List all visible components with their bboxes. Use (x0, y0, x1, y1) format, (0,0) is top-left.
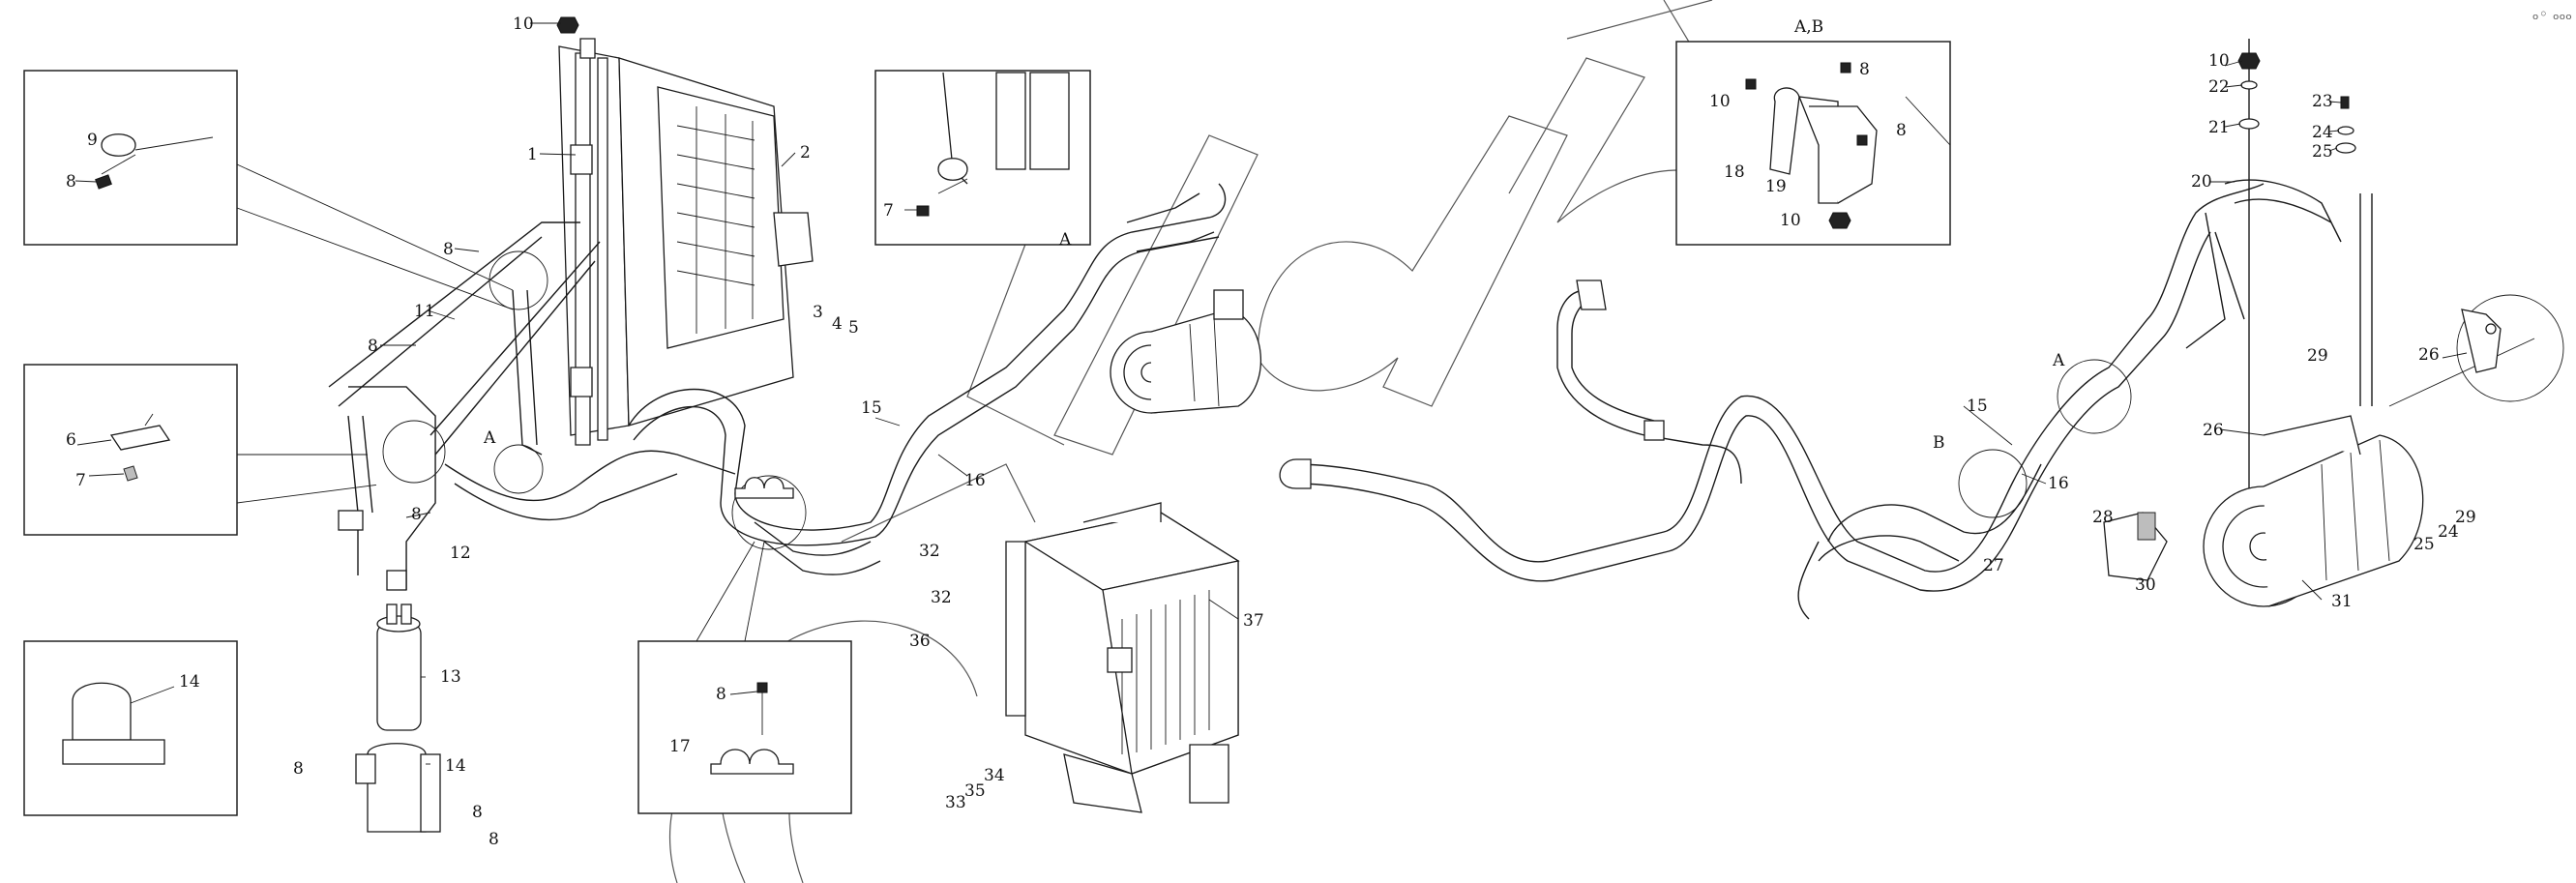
callout-10-top: 10 (513, 15, 534, 34)
callout-25-top: 25 (2312, 142, 2333, 162)
callout-10-box: 10 (1709, 92, 1731, 111)
left-compressor (1110, 289, 1262, 414)
inset-clamp-6 (23, 364, 238, 536)
condenser-assembly (556, 16, 814, 446)
callout-33: 33 (945, 793, 966, 812)
callout-8-inset: 8 (66, 172, 76, 191)
callout-15-left: 15 (861, 398, 882, 418)
callout-12: 12 (450, 544, 471, 563)
right-hoses (1279, 39, 2564, 620)
inset-bracket-AB (1675, 41, 1951, 246)
callout-29-bottom: 29 (2455, 508, 2476, 527)
callout-4: 4 (832, 314, 843, 334)
callout-36: 36 (909, 632, 931, 651)
callout-6: 6 (66, 430, 76, 450)
inset-clamp-9 (23, 70, 238, 246)
callout-7-inset: 7 (75, 471, 86, 490)
callout-5: 5 (848, 318, 859, 338)
callout-22: 22 (2208, 77, 2230, 97)
callout-32-b: 32 (931, 588, 952, 607)
callout-8-drier: 8 (411, 505, 422, 524)
callout-8-box-right: 8 (1896, 121, 1907, 140)
callout-15-right: 15 (1967, 397, 1988, 416)
inset-clip-17 (637, 640, 852, 814)
right-compressor (2103, 415, 2424, 607)
callouts-left: 10 1 2 3 4 5 8 11 9 8 6 7 8 8 12 13 14 1… (66, 15, 1264, 849)
right-fastener-column (2237, 52, 2356, 154)
left-piping (328, 221, 807, 591)
callout-21: 21 (2208, 118, 2230, 137)
callout-9: 9 (87, 131, 98, 150)
callout-16-right: 16 (2048, 474, 2069, 493)
callout-18: 18 (1724, 162, 1745, 182)
callout-8-condenser: 8 (443, 240, 454, 259)
callout-29-mid: 29 (2307, 346, 2328, 366)
corner-mark: ₒ◦ ₒₒₒ (2532, 5, 2572, 23)
callout-13: 13 (440, 667, 461, 687)
callout-26-inset: 26 (2418, 345, 2440, 365)
callout-8-clip: 8 (716, 685, 726, 704)
callout-37: 37 (1243, 611, 1264, 631)
callout-25-bottom: 25 (2413, 535, 2435, 554)
callout-14: 14 (445, 756, 466, 776)
callout-8-bottom-a: 8 (472, 803, 483, 822)
right-bracket-26 (2461, 309, 2502, 373)
callout-8-pipe: 8 (368, 337, 378, 356)
callout-8-bottom-left: 8 (293, 759, 304, 779)
callout-8-box-top: 8 (1859, 60, 1870, 79)
callout-11: 11 (414, 302, 435, 321)
label-section-B: B (1933, 433, 1945, 453)
callout-20: 20 (2191, 172, 2212, 191)
callout-19: 19 (1765, 177, 1787, 196)
callout-24-bottom: 24 (2438, 522, 2459, 542)
callout-7-detail: 7 (883, 201, 894, 221)
callout-10-right: 10 (2208, 51, 2230, 71)
callout-8-bottom-b: 8 (489, 830, 499, 849)
callout-leaders (76, 22, 2468, 765)
callout-32-a: 32 (919, 542, 940, 561)
callout-24-top: 24 (2312, 123, 2333, 142)
inset-condenser-detail-A (874, 70, 1091, 246)
receiver-drier (355, 603, 441, 833)
callout-1: 1 (527, 145, 538, 164)
center-hoses (444, 183, 1227, 575)
callout-17: 17 (669, 737, 691, 756)
evaporator-unit (1005, 502, 1240, 813)
callout-3: 3 (813, 303, 823, 322)
inset-leader-lines (236, 96, 2535, 642)
label-clamp-A: A (483, 428, 496, 448)
callout-31: 31 (2331, 592, 2353, 611)
watermark-outline (668, 0, 1810, 883)
label-detail-AB: A,B (1793, 17, 1823, 37)
label-detail-A: A (1058, 230, 1072, 250)
callout-34: 34 (984, 766, 1005, 785)
callout-28: 28 (2092, 508, 2114, 527)
label-section-A: A (2052, 351, 2065, 370)
callout-23: 23 (2312, 92, 2333, 111)
callouts-right: A,B 8 10 18 19 8 10 10 22 21 20 23 24 25… (1709, 17, 2476, 611)
inset-clamp-14 (23, 640, 238, 816)
callout-27: 27 (1983, 556, 2004, 575)
callout-35: 35 (964, 781, 986, 801)
callout-14-inset: 14 (179, 672, 200, 692)
callout-30: 30 (2135, 575, 2156, 595)
callout-10-box-bottom: 10 (1780, 211, 1801, 230)
callout-16-left: 16 (964, 471, 986, 490)
callout-26: 26 (2203, 421, 2224, 440)
callout-2: 2 (800, 143, 811, 162)
